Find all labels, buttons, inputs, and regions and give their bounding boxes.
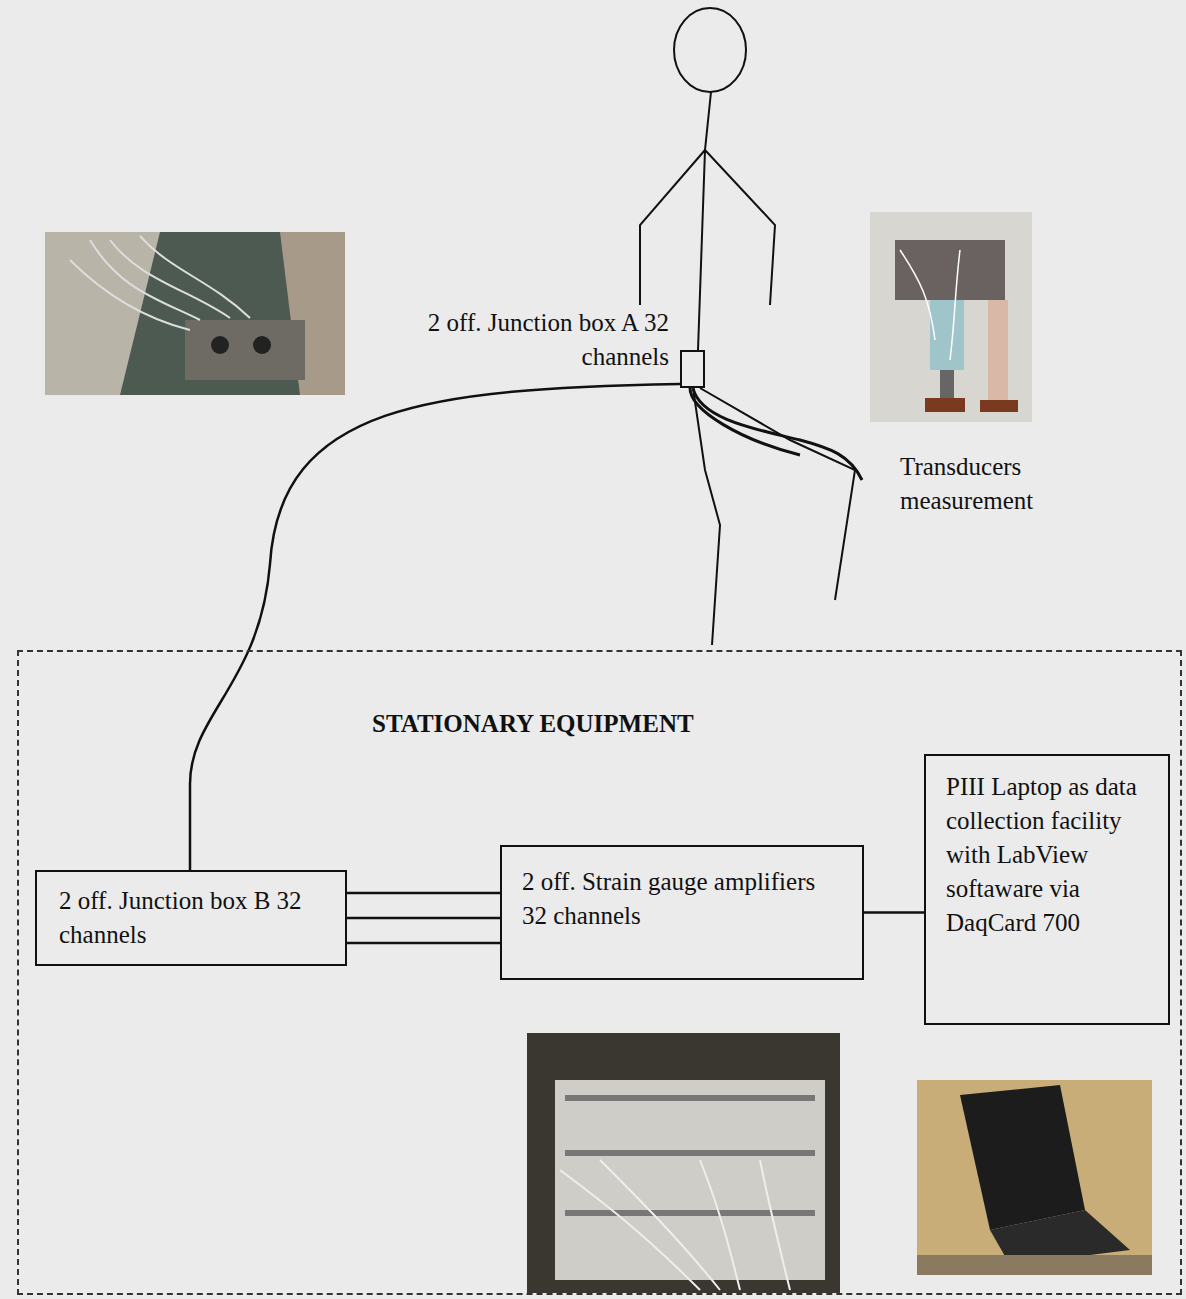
photo-junction-box xyxy=(45,232,345,395)
cable-connector xyxy=(190,384,680,870)
photo-subject xyxy=(870,212,1032,422)
region-heading: STATIONARY EQUIPMENT xyxy=(372,707,694,741)
callout-label: Transducers measurement xyxy=(900,450,1075,518)
box-label: 2 off. Junction box A 32 channels xyxy=(399,306,669,374)
junction-box-a: 2 off. Junction box A 32 channels xyxy=(680,350,705,388)
box-text: 2 off. Junction box B 32 channels xyxy=(59,884,323,952)
junction-box-b: 2 off. Junction box B 32 channels xyxy=(35,870,347,966)
stick-figure xyxy=(640,8,855,645)
transducer-wires xyxy=(690,388,862,480)
photo-amplifier-rack xyxy=(527,1033,840,1293)
box-text: 2 off. Strain gauge amplifiers 32 channe… xyxy=(522,865,842,933)
cable-connector xyxy=(864,911,924,914)
box-text: PIII Laptop as data collection facility … xyxy=(946,770,1148,940)
amplifier-box: 2 off. Strain gauge amplifiers 32 channe… xyxy=(500,845,864,980)
laptop-box: PIII Laptop as data collection facility … xyxy=(924,754,1170,1025)
stationary-region: STATIONARY EQUIPMENT 2 off. Junction box … xyxy=(17,650,1182,1295)
cable-connector xyxy=(347,893,500,943)
photo-laptop xyxy=(917,1080,1152,1275)
